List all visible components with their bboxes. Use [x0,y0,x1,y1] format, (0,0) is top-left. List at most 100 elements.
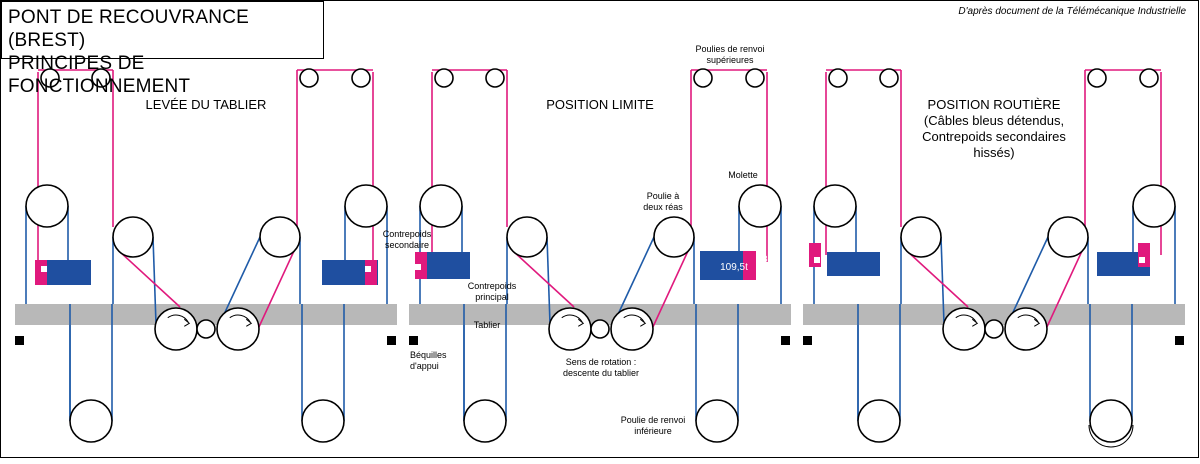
middle-pulley-two-groove-left [506,216,548,258]
label-sens-rotation-line-1: Sens de rotation : [566,357,637,367]
middle-bequille-left [409,336,418,345]
right-blue-tg-right-b [1007,236,1049,324]
right-drum-small [984,319,1004,339]
right-secondary-weight-right-hole [1139,257,1145,263]
label-poulie-renvoi-inferieure-line-1: Poulie de renvoi [621,415,686,425]
left-rotation-arrow-right [229,314,251,323]
left-pulley-two-groove-right [259,216,301,258]
middle-drum-small [590,319,610,339]
middle-drum-left [548,307,592,351]
label-poulies-renvoi-superieures-line-1: Poulies de renvoi [695,44,764,54]
middle-blue-tg-right-b [613,236,655,324]
right-secondary-weight-right [1138,243,1150,267]
left-drum-right [216,307,260,351]
label-bequilles-appui-line-2: d'appui [410,361,439,371]
right-secondary-weight-left-hole [814,257,820,263]
label-tablier: Tablier [474,320,501,330]
label-contrepoids-principal-line-2: principal [475,292,509,302]
label-poulies-renvoi-superieures-line-2: supérieures [706,55,754,65]
right-pink-cable-right-drum [1045,250,1083,330]
right-pulley-side-left [813,184,857,228]
right-drum-right [1004,307,1048,351]
right-blue-tg-left-b [940,236,945,325]
middle-pulley-top-left-2 [485,68,505,88]
middle-secondary-weight-left-hole [415,264,421,270]
right-heading-line-1: POSITION ROUTIÈRE [928,97,1061,112]
right-pulley-top-right-1 [1087,68,1107,88]
right-counterweight-left [827,252,880,276]
left-blue-tg-right-b [219,236,261,324]
left-blue-tg-left-b [152,236,157,325]
middle-pulley-top-left-1 [434,68,454,88]
middle-rotation-arrow-right-head [639,318,647,327]
label-contrepoids-secondaire-line-1: Contrepoids [383,229,432,239]
right-pulley-lower-left [857,399,901,443]
middle-pulley-two-groove-right [653,216,695,258]
title-box: PONT DE RECOUVRANCE (BREST) PRINCIPES DE… [1,1,324,97]
label-sens-rotation-line-2: descente du tablier [563,368,639,378]
label-contrepoids-principal-line-1: Contrepoids [468,281,517,291]
right-bequille-right [1175,336,1184,345]
right-pulley-lower-right [1089,399,1133,443]
left-pulley-lower-left [69,399,113,443]
left-pink-cable-right-drum [257,250,295,330]
label-bequilles-appui-line-1: Béquilles [410,350,447,360]
left-pink-cable-left-drum [118,250,181,308]
left-bequille-left [15,336,24,345]
right-pulley-two-groove-left [900,216,942,258]
left-rotation-arrow-left-head [183,318,191,327]
left-pulley-lower-right [301,399,345,443]
middle-pink-cable-left-drum [512,250,575,308]
right-bequille-left [803,336,812,345]
right-heading-line-4: hissés) [973,145,1014,160]
credit-note: D'après document de la Télémécanique Ind… [958,6,1186,17]
right-heading-line-2: (Câbles bleus détendus, [924,113,1064,128]
right-rotation-arrow-right-head [1033,318,1041,327]
right-pulley-top-left-2 [879,68,899,88]
middle-pulley-lower-left [463,399,507,443]
label-poulie-renvoi-inferieure-line-2: inférieure [634,426,672,436]
middle-rotation-arrow-right [623,314,645,323]
right-heading-line-3: Contrepoids secondaires [922,129,1066,144]
middle-pulley-lower-right [695,399,739,443]
right-pulley-side-right [1132,184,1176,228]
left-pulley-two-groove-left [112,216,154,258]
left-pulley-top-right-2 [351,68,371,88]
left-pulley-top-left-1 [40,68,60,88]
middle-secondary-weight-right [743,251,756,280]
middle-pulley-side-right [738,184,782,228]
left-pulley-top-right-1 [299,68,319,88]
middle-bequille-right [781,336,790,345]
right-pink-cable-left-drum [906,250,969,308]
right-pulley-lower-right-groove [1088,424,1134,448]
left-rotation-arrow-left [167,314,189,323]
right-pulley-top-left-1 [828,68,848,88]
left-drum-small [196,319,216,339]
right-rotation-arrow-right [1017,314,1039,323]
left-pulley-side-left [25,184,69,228]
middle-pink-cable-right-drum [651,250,689,330]
left-secondary-weight-left-hole [41,266,47,272]
middle-rotation-arrow-left-head [577,318,585,327]
middle-pulley-top-right-1 [693,68,713,88]
right-rotation-arrow-left [955,314,977,323]
label-contrepoids-secondaire-line-2: secondaire [385,240,429,250]
middle-blue-tg-left-b [546,236,551,325]
right-rotation-arrow-left-head [971,318,979,327]
left-heading-line-1: LEVÉE DU TABLIER [146,97,267,112]
left-secondary-weight-right [365,260,377,285]
middle-heading-line-1: POSITION LIMITE [546,97,654,112]
middle-pulley-top-right-2 [745,68,765,88]
title-line-1: PONT DE RECOUVRANCE (BREST) [8,7,249,51]
left-bequille-right [387,336,396,345]
right-pulley-top-right-2 [1139,68,1159,88]
label-weight-main: 109,5t [720,262,748,273]
left-secondary-weight-right-hole [365,266,371,272]
label-molette: Molette [728,170,758,180]
label-weight-secondary: 18 t [757,254,773,264]
left-secondary-weight-left [35,260,47,285]
middle-pulley-side-left [419,184,463,228]
left-pulley-side-right [344,184,388,228]
